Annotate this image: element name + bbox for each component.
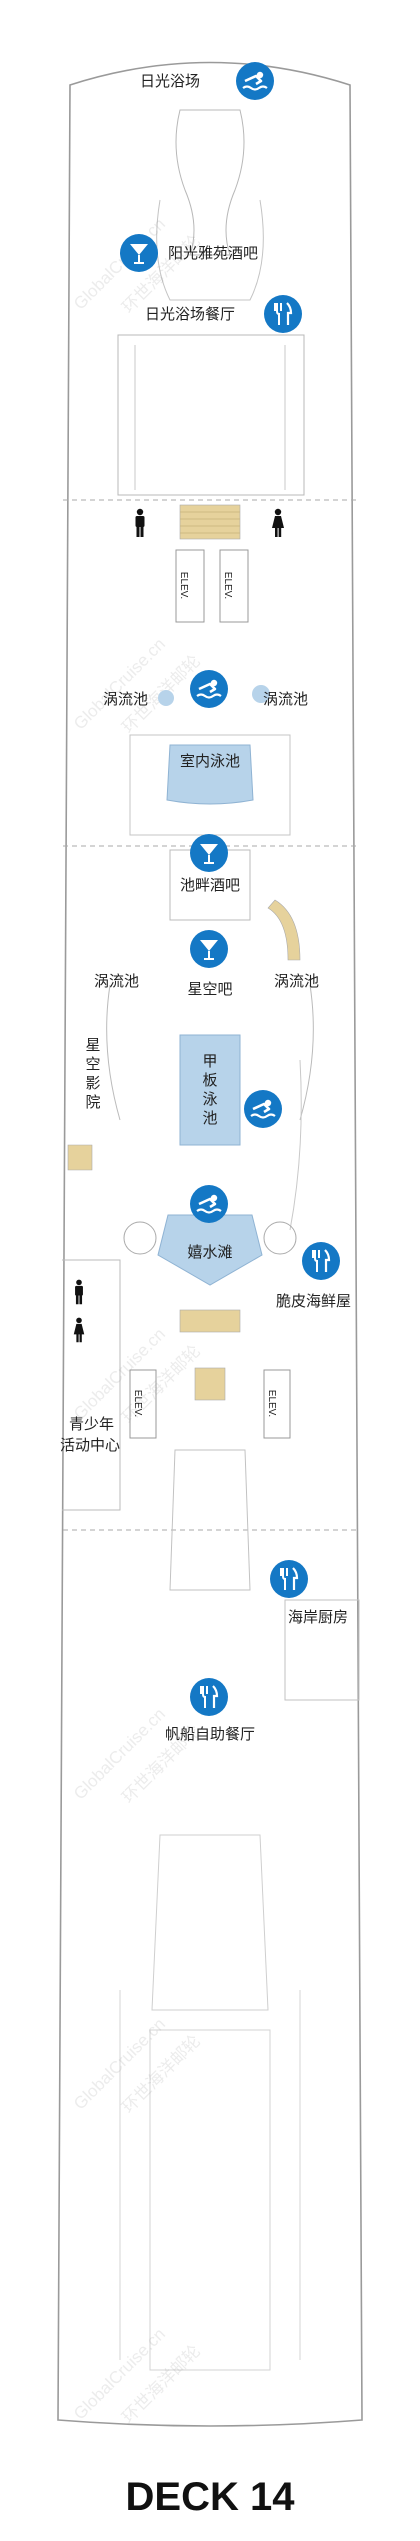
deck-pool-basin <box>179 1034 241 1146</box>
venue-youth-center: 活动中心 <box>60 1436 121 1454</box>
deck-circle <box>263 1221 297 1255</box>
core-structure <box>117 334 305 496</box>
core-structure <box>134 345 286 490</box>
youth-center-room <box>62 1259 121 1511</box>
pool-swimmer-icon <box>244 1090 282 1128</box>
indoor-pool-basin <box>166 744 254 805</box>
venue-indoor-pool: 室内泳池 <box>179 752 241 770</box>
venue-whirlpool: 涡流池 <box>94 972 140 990</box>
venue-solarium: 日光浴场 <box>140 72 201 90</box>
pool-swimmer-icon <box>190 1185 228 1223</box>
elevator-shaft <box>263 1369 291 1439</box>
elevator-label: ELEV. <box>222 571 234 600</box>
venue-splash-pad: 嬉水滩 <box>187 1243 233 1261</box>
kitchen-room <box>284 1599 360 1701</box>
pool-swimmer-icon <box>190 670 228 708</box>
venue-outdoor-cinema: 星空影院 <box>85 1036 101 1111</box>
venue-whirlpool: 涡流池 <box>274 972 320 990</box>
deck-title: DECK 14 <box>125 2475 295 2519</box>
deck-circle <box>123 1221 157 1255</box>
stairs-curved <box>67 1144 93 1171</box>
venue-whirlpool: 涡流池 <box>103 690 149 708</box>
pool-swimmer-icon <box>236 62 274 100</box>
venue-youth-center: 青少年 <box>69 1415 115 1433</box>
venue-seafood-shack: 脆皮海鲜屋 <box>276 1292 352 1310</box>
splash-pad-basin <box>157 1214 263 1286</box>
venue-solarium-bar: 阳光雅苑酒吧 <box>168 244 259 262</box>
aft-structure <box>119 1990 301 2360</box>
elevator-label: ELEV. <box>132 1389 144 1418</box>
dining-icon <box>190 1678 228 1716</box>
elevator-shaft <box>175 549 205 623</box>
venue-solarium-bistro: 日光浴场餐厅 <box>145 305 236 323</box>
venue-starlight-bar: 星空吧 <box>187 980 233 998</box>
venue-coastal-kitchen: 海岸厨房 <box>288 1608 349 1626</box>
restroom-man-icon <box>72 1278 86 1306</box>
aft-structure <box>149 2029 271 2371</box>
dining-icon <box>270 1560 308 1598</box>
elevator-label: ELEV. <box>266 1389 278 1418</box>
deck-arc <box>299 984 314 1121</box>
solarium-outline <box>175 109 245 256</box>
restroom-man-icon <box>132 508 148 538</box>
stairs-curved <box>267 899 301 961</box>
restroom-woman-icon <box>270 508 286 538</box>
solarium-outline <box>156 199 264 301</box>
deck-arc <box>106 984 121 1121</box>
elevator-label: ELEV. <box>178 571 190 600</box>
cocktail-icon <box>120 234 158 272</box>
venue-deck-pool: 甲板泳池 <box>202 1052 218 1127</box>
aft-structure <box>169 1449 251 1591</box>
venue-poolside-bar: 池畔酒吧 <box>179 876 241 894</box>
aft-structure <box>151 1834 269 2011</box>
stairs <box>179 504 241 540</box>
cocktail-icon <box>190 834 228 872</box>
deck-arc <box>289 1059 302 1231</box>
venue-whirlpool: 涡流池 <box>263 690 309 708</box>
dining-icon <box>302 1242 340 1280</box>
whirlpool-dot <box>158 690 174 706</box>
venue-windjammer: 帆船自助餐厅 <box>164 1725 256 1743</box>
stairs <box>194 1367 226 1401</box>
stairs <box>179 1309 241 1333</box>
cocktail-icon <box>190 930 228 968</box>
elevator-shaft <box>129 1369 157 1439</box>
elevator-shaft <box>219 549 249 623</box>
whirlpool-dot <box>252 685 270 703</box>
restroom-woman-icon <box>72 1316 86 1344</box>
dining-icon <box>264 295 302 333</box>
